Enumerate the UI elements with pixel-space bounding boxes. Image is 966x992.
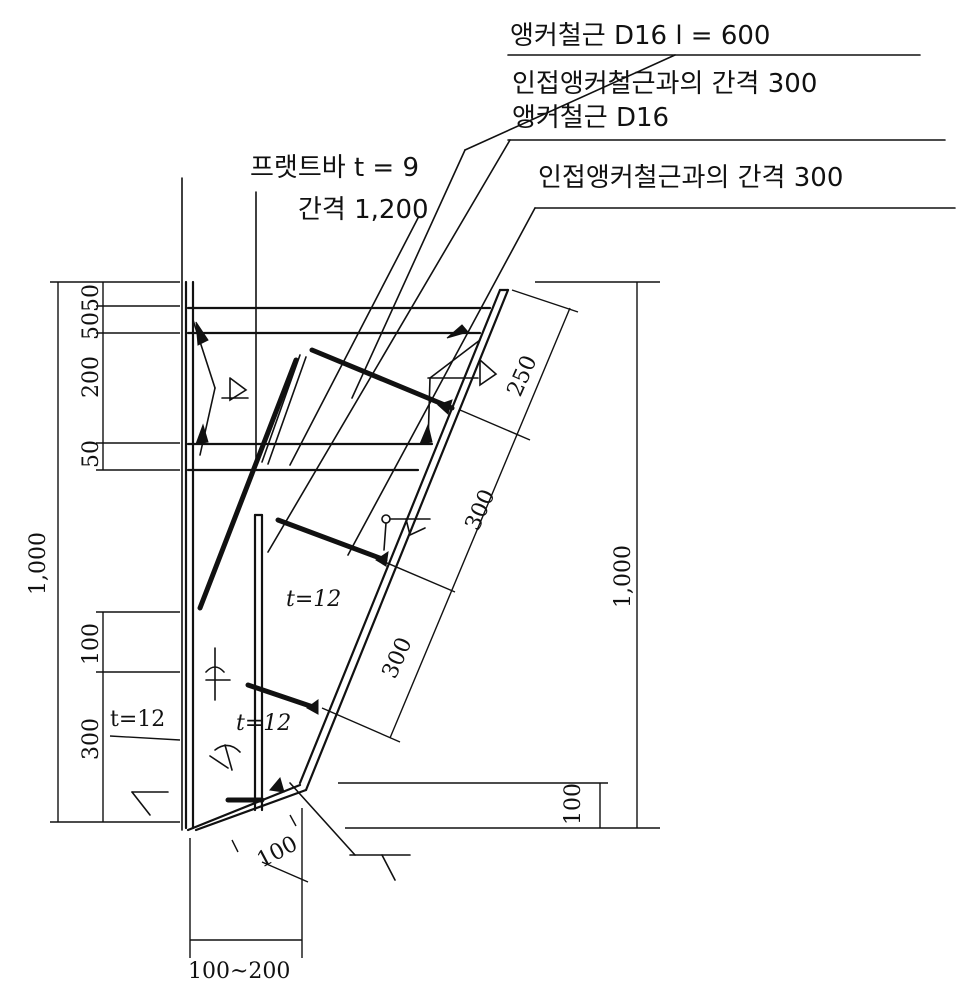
leader-mid [267, 139, 511, 553]
callout-anchor-bar-mid: 앵커철근 D16 [512, 103, 669, 133]
weld-marks [195, 321, 498, 793]
dim-left-200: 200 [79, 356, 104, 398]
dim-left-300: 300 [79, 718, 104, 760]
callout-spacing-mid: 인접앵커철근과의 간격 300 [538, 163, 843, 193]
callout-spacing-top: 인접앵커철근과의 간격 300 [512, 69, 817, 99]
leader-lower [347, 207, 536, 556]
dim-bottom-100: 100 [253, 832, 302, 874]
dim-right-total: 1,000 [611, 545, 636, 608]
leader-top [464, 54, 676, 151]
callout-anchor-bar-top: 앵커철근 D16 l = 600 [510, 21, 770, 51]
anchor-bar-3 [275, 517, 388, 563]
dim-slope-300-b: 300 [378, 634, 418, 683]
dimension-lines [50, 281, 660, 958]
dim-right-100: 100 [561, 783, 586, 825]
dim-bottom-range: 100~200 [188, 959, 290, 984]
plate-label-anchor: t=12 [286, 587, 341, 612]
plate-label-inner: t=12 [236, 711, 291, 736]
dim-left-100: 100 [79, 623, 104, 665]
callout-leaders [255, 54, 956, 556]
weld-symbol-right-top [427, 359, 498, 387]
anchor-bar-2 [197, 357, 299, 611]
main-structure [181, 177, 510, 832]
callout-flat-bar-spacing: 간격 1,200 [298, 195, 429, 225]
weld-symbol-mid [381, 514, 431, 551]
weld-symbol-lower-left [205, 647, 241, 771]
dim-left-50-c: 50 [79, 440, 104, 468]
dim-left-total: 1,000 [26, 532, 51, 595]
leader-flatbar [289, 217, 419, 466]
anchor-bars [197, 347, 455, 803]
weld-symbol-left-top [221, 377, 249, 402]
anchor-bar-1 [309, 347, 455, 411]
plate-label-wall: t=12 [110, 707, 165, 732]
anchor-bar-4 [245, 682, 319, 711]
callout-flat-bar: 프랫트바 t = 9 [250, 153, 419, 183]
dim-left-50-a: 50 [79, 284, 104, 312]
dim-left-50-b: 50 [79, 312, 104, 340]
dim-slope-300-a: 300 [461, 486, 501, 535]
dim-slope-250: 250 [503, 352, 543, 401]
